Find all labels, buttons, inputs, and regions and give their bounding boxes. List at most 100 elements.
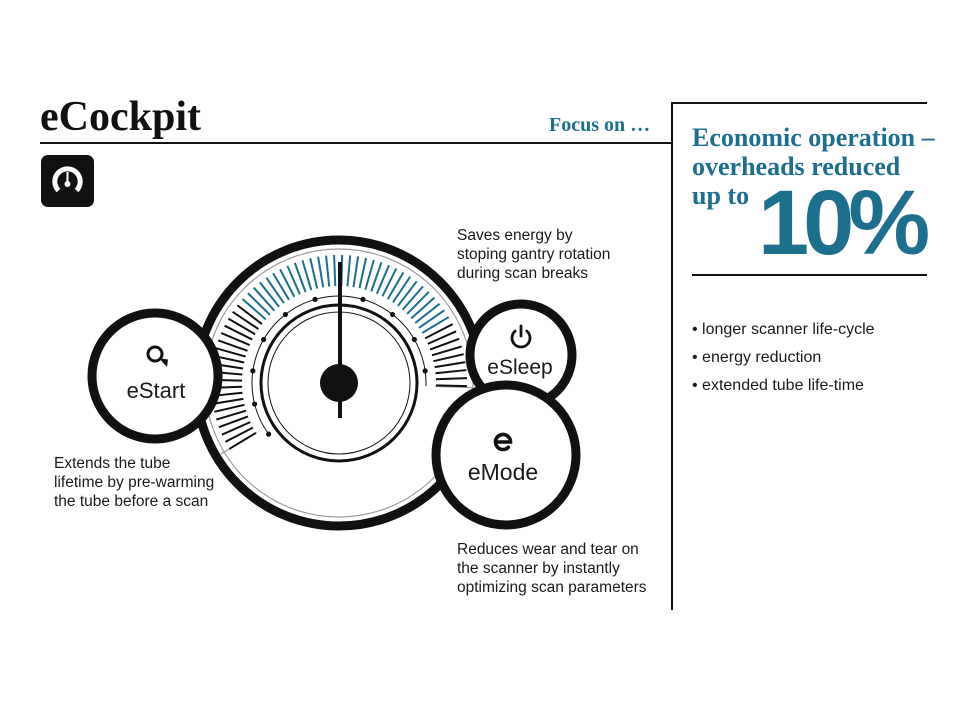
description-line: during scan breaks	[457, 265, 588, 282]
gauge-tick-highlight	[418, 309, 445, 329]
description-line: lifetime by pre-warming	[54, 474, 215, 491]
gauge-tick-highlight	[370, 261, 383, 292]
column-divider	[671, 102, 673, 610]
benefit-list: longer scanner life-cycle energy reducti…	[692, 316, 875, 400]
gauge-tick	[429, 337, 460, 351]
gauge-tick	[424, 323, 454, 340]
gauge-tick	[217, 339, 248, 352]
gauge-tick-highlight	[286, 265, 301, 295]
gauge-tick-highlight	[375, 264, 390, 295]
emode-ring	[431, 380, 581, 530]
emode-label: eMode	[467, 459, 539, 485]
gauge-dot	[312, 296, 318, 302]
gauge-tick-highlight	[406, 291, 430, 315]
gauge-tick-highlight	[410, 296, 436, 320]
estart-ring	[87, 308, 223, 444]
gauge-tick-highlight	[259, 281, 280, 308]
gauge-tick	[435, 369, 467, 375]
estart-bubble	[87, 308, 223, 444]
description-line: stoping gantry rotation	[457, 246, 611, 263]
description-line: optimizing scan parameters	[457, 579, 647, 596]
start-icon	[146, 345, 168, 367]
gauge-dot	[360, 296, 366, 302]
description-line: the scanner by instantly	[457, 560, 620, 577]
main-gauge	[191, 235, 487, 531]
gauge-tick-highlight	[325, 255, 331, 287]
gauge-tick	[224, 324, 253, 341]
esleep-description: Saves energy by stoping gantry rotation …	[457, 226, 610, 283]
gauge-tick-highlight	[386, 271, 405, 300]
gauge-tick-highlight	[414, 303, 441, 324]
gauge-tick	[227, 317, 256, 336]
gauge-tick	[435, 377, 467, 381]
page-title: eCockpit	[40, 94, 201, 140]
gauge-icon-hub	[64, 181, 71, 187]
description-line: the tube before a scan	[54, 493, 209, 510]
headline-line: Economic operation –	[692, 123, 935, 152]
start-icon-tail	[159, 358, 168, 367]
gauge-tick-highlight	[293, 262, 307, 293]
gauge-tick-highlight	[392, 276, 412, 303]
benefit-item: energy reduction	[692, 344, 875, 372]
gauge-tick	[214, 403, 245, 413]
emode-bubble	[431, 380, 581, 530]
gauge-dot	[261, 336, 267, 343]
gauge-dot	[250, 368, 256, 374]
gauge-scale-end	[434, 385, 473, 389]
gauge-tick	[216, 409, 247, 421]
gauge-tick	[224, 426, 254, 443]
gauge-tick-highlight	[421, 316, 450, 334]
benefit-item: longer scanner life-cycle	[692, 316, 875, 344]
gauge-tick-highlight	[317, 256, 325, 288]
gauge-tick	[434, 361, 466, 369]
gauge-tick-highlight	[346, 255, 352, 287]
gauge-icon	[41, 155, 94, 207]
gauge-tick	[220, 332, 251, 347]
emode-icon	[493, 432, 513, 452]
gauge-dot	[282, 311, 289, 318]
gauge-tick-highlight	[309, 258, 319, 289]
start-icon-ring	[146, 345, 164, 363]
headline: Economic operation – overheads reduced u…	[692, 123, 935, 210]
gauge-tick	[433, 353, 464, 363]
gauge-dot	[266, 431, 272, 437]
gauge-tick-highlight	[381, 268, 398, 297]
gauge-tick-highlight	[252, 286, 276, 312]
headline-line: up to	[692, 181, 750, 210]
gauge-dot	[422, 368, 428, 374]
gauge-tick-highlight	[364, 259, 375, 290]
headline-line: overheads reduced	[692, 152, 901, 181]
gauge-tick-highlight	[247, 292, 271, 316]
gauge-tick	[218, 415, 249, 429]
description-line: Reduces wear and tear on	[457, 541, 639, 558]
gauge-tick	[232, 310, 259, 330]
description-line: Extends the tube	[54, 455, 171, 472]
gauge-tick-highlight	[272, 272, 290, 301]
gauge-tick	[431, 345, 462, 357]
power-icon-arc	[510, 329, 532, 349]
gauge-tick-highlight	[279, 268, 296, 298]
savings-percentage: 10%	[758, 172, 930, 274]
gauge-tick	[215, 347, 246, 358]
esleep-label: eSleep	[487, 356, 553, 379]
gauge-tick-highlight	[333, 255, 337, 287]
gauge-icon-arc	[52, 166, 83, 193]
gauge-tick	[221, 421, 251, 436]
panel-divider	[692, 274, 927, 276]
gauge-tick-highlight	[352, 256, 360, 288]
gauge-tick-highlight	[265, 277, 285, 304]
description-line: Saves energy by	[457, 227, 573, 244]
gauge-tick	[427, 330, 457, 345]
emode-description: Reduces wear and tear on the scanner by …	[457, 540, 647, 597]
benefit-item: extended tube life-time	[692, 372, 875, 400]
gauge-tick	[228, 432, 257, 450]
gauge-tick	[212, 397, 244, 405]
estart-description: Extends the tube lifetime by pre-warming…	[54, 454, 214, 511]
gauge-dot	[411, 336, 417, 343]
gauge-hub	[320, 364, 358, 402]
estart-label: eStart	[126, 378, 186, 403]
panel-top-divider	[671, 102, 927, 104]
gauge-tick-highlight	[358, 257, 368, 289]
gauge-tick-highlight	[397, 280, 418, 307]
